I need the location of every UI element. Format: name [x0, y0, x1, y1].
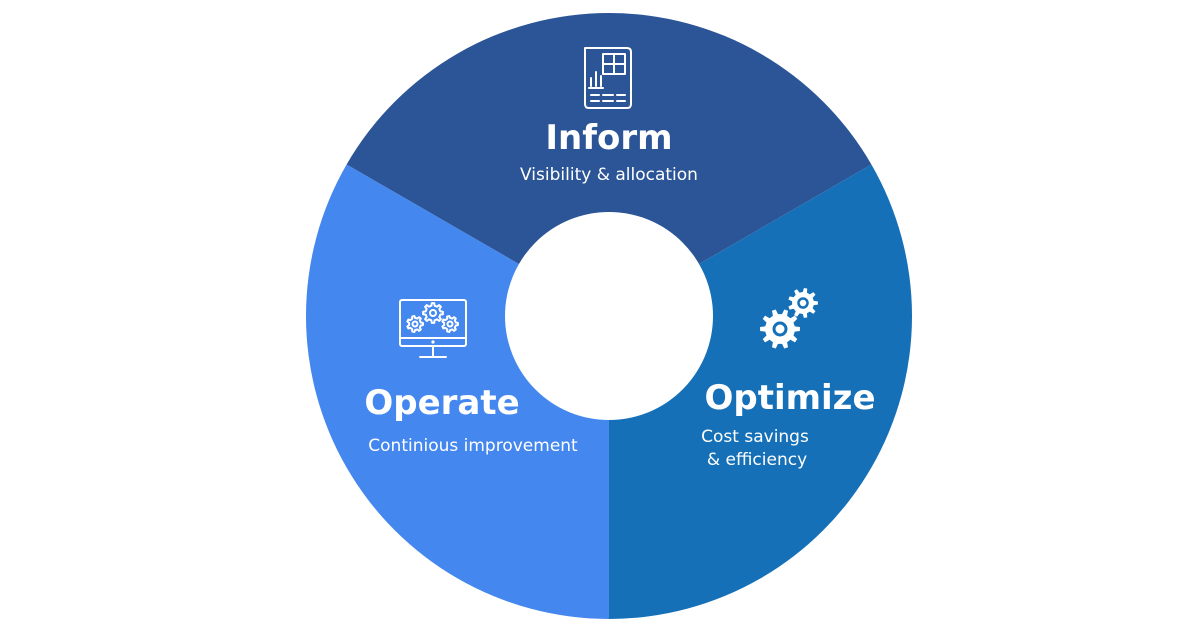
operate-subtitle: Continious improvement	[368, 436, 578, 456]
gears-icon	[760, 288, 818, 349]
monitor-gears-icon	[399, 299, 467, 358]
optimize-title: Optimize	[704, 378, 875, 418]
operate-title: Operate	[364, 383, 519, 423]
report-icon	[584, 47, 632, 109]
segment-inform	[346, 12, 872, 316]
inform-title: Inform	[545, 118, 672, 158]
optimize-subtitle-line-2: & efficiency	[707, 450, 807, 470]
center-hole	[505, 212, 713, 420]
inform-subtitle: Visibility & allocation	[520, 165, 698, 185]
optimize-subtitle-line-1: Cost savings	[701, 427, 809, 447]
